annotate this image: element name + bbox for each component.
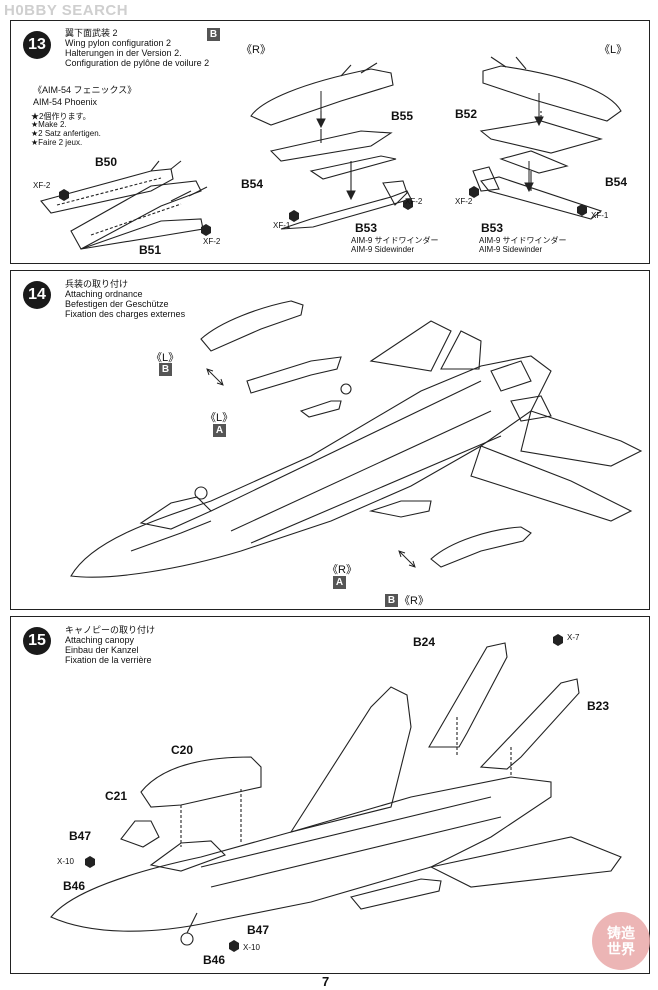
part-b55: B55 bbox=[391, 109, 414, 123]
part-b54-left: B54 bbox=[605, 175, 628, 189]
paint-xf2-a: XF-2 bbox=[33, 181, 51, 190]
paint-xf2-b: XF-2 bbox=[203, 237, 221, 246]
step-13-artwork bbox=[40, 56, 622, 250]
note-jp: ★2個作ります。 bbox=[31, 112, 91, 121]
paint-xf2-d: XF-2 bbox=[455, 197, 473, 206]
tag-l-2: 《L》 bbox=[205, 412, 234, 424]
box-b-1: B bbox=[159, 363, 172, 376]
part-b24: B24 bbox=[413, 635, 436, 649]
step-14-artwork bbox=[70, 300, 643, 578]
side-r-label: 《R》 bbox=[241, 44, 271, 56]
paint-xf2-c: XF-2 bbox=[405, 197, 423, 206]
step-13-title-de: Halterungen in der Version 2. bbox=[65, 48, 182, 58]
part-b46-a: B46 bbox=[63, 879, 86, 893]
step-15-title-de: Einbau der Kanzel bbox=[65, 645, 139, 655]
step-13-number: 13 bbox=[23, 31, 51, 59]
corner-logo: 铸造世界 bbox=[592, 912, 650, 970]
note-de: ★2 Satz anfertigen. bbox=[31, 129, 101, 138]
note-en: ★Make 2. bbox=[31, 120, 67, 129]
step-14-title-fr: Fixation des charges externes bbox=[65, 309, 186, 319]
part-c21: C21 bbox=[105, 789, 128, 803]
watermark: H0BBY SEARCH bbox=[4, 2, 129, 19]
aim9-right-jp: AIM-9 サイドワインダー bbox=[351, 236, 439, 245]
step-13-panel: 13 翼下面武装 2 Wing pylon configuration 2 Ha… bbox=[10, 20, 650, 264]
part-b51: B51 bbox=[139, 243, 162, 257]
page-number: 7 bbox=[322, 974, 330, 989]
part-b46-b: B46 bbox=[203, 953, 226, 967]
paint-xf1-a: XF-1 bbox=[273, 221, 291, 230]
part-b53-right: B53 bbox=[355, 221, 378, 235]
part-b54-right: B54 bbox=[241, 177, 264, 191]
box-b-2: B bbox=[385, 594, 398, 607]
part-b53-left: B53 bbox=[481, 221, 504, 235]
corner-logo-text: 铸造世界 bbox=[607, 925, 635, 957]
step-15-number: 15 bbox=[23, 627, 51, 655]
step-15-title-jp: キャノピーの取り付け bbox=[65, 625, 156, 635]
part-c20: C20 bbox=[171, 743, 194, 757]
part-b23: B23 bbox=[587, 699, 610, 713]
aim9-left-en: AIM-9 Sidewinder bbox=[479, 245, 543, 254]
step-15-panel: 15 キャノピーの取り付け Attaching canopy Einbau de… bbox=[10, 616, 650, 974]
tag-l-1: 《L》 bbox=[151, 352, 180, 364]
step-14-title-jp: 兵装の取り付け bbox=[65, 279, 129, 289]
side-l-label: 《L》 bbox=[599, 44, 628, 56]
step-15-title-fr: Fixation de la verrière bbox=[65, 655, 152, 665]
note-fr: ★Faire 2 jeux. bbox=[31, 138, 83, 147]
part-b47-b: B47 bbox=[247, 923, 270, 937]
paint-x10-a: X-10 bbox=[57, 857, 74, 866]
part-b50: B50 bbox=[95, 155, 118, 169]
paint-xf1-b: XF-1 bbox=[591, 211, 609, 220]
part-b47-a: B47 bbox=[69, 829, 92, 843]
part-b52: B52 bbox=[455, 107, 478, 121]
aim54-title-jp: 《AIM-54 フェニックス》 bbox=[33, 85, 137, 95]
step-14-title-de: Befestigen der Geschütze bbox=[65, 299, 169, 309]
tag-r-1: 《R》 bbox=[327, 564, 357, 576]
step-13-title-en: Wing pylon configuration 2 bbox=[65, 38, 172, 48]
aim9-left-jp: AIM-9 サイドワインダー bbox=[479, 236, 567, 245]
step-15-artwork bbox=[50, 634, 622, 952]
step-14-panel: 14 兵装の取り付け Attaching ordnance Befestigen… bbox=[10, 270, 650, 610]
aim9-right-en: AIM-9 Sidewinder bbox=[351, 245, 415, 254]
box-a-2: A bbox=[333, 576, 346, 589]
step-13-title-fr: Configuration de pylône de voilure 2 bbox=[65, 58, 210, 68]
box-a-1: A bbox=[213, 424, 226, 437]
step-14-number: 14 bbox=[23, 281, 51, 309]
step-14-title-en: Attaching ordnance bbox=[65, 289, 143, 299]
aim54-title-en: AIM-54 Phoenix bbox=[33, 97, 98, 107]
step-13-title-jp: 翼下面武装 2 bbox=[65, 28, 118, 38]
tag-r-2: 《R》 bbox=[399, 595, 429, 607]
paint-x7: X-7 bbox=[567, 633, 580, 642]
version-b-badge: B bbox=[207, 28, 220, 41]
paint-x10-b: X-10 bbox=[243, 943, 260, 952]
step-15-title-en: Attaching canopy bbox=[65, 635, 135, 645]
